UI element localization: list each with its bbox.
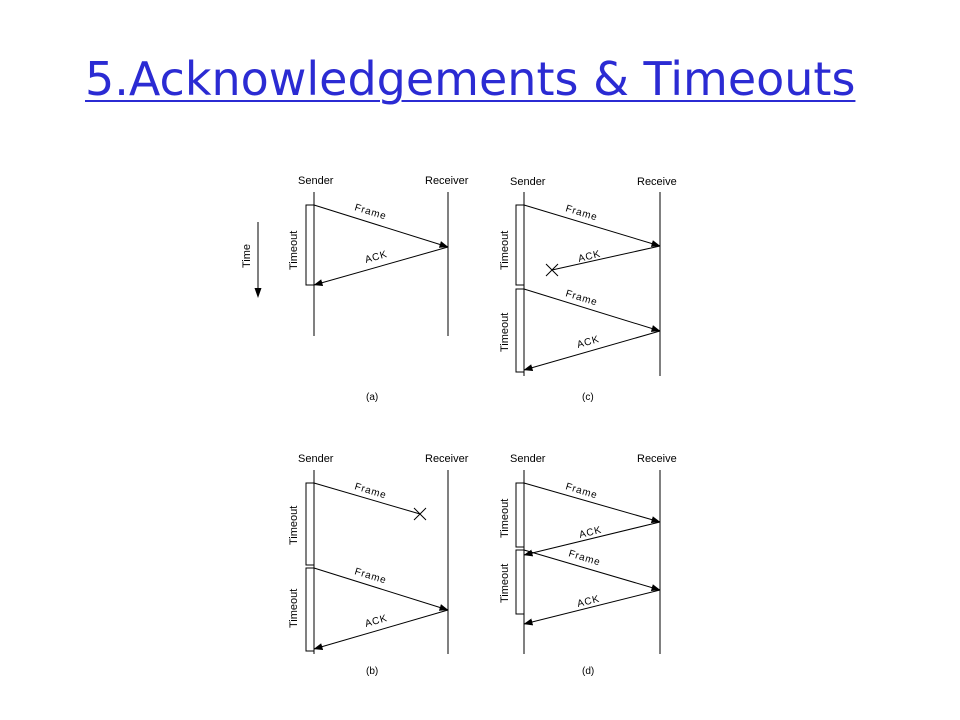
ack-arrow-lost [551, 245, 661, 271]
frame-label-2: Frame [567, 548, 602, 568]
ack-label-2: ACK [576, 594, 601, 610]
timeout-label-2: Timeout [288, 589, 300, 628]
lost-mark-x [413, 507, 427, 521]
frame-arrow-lost [313, 482, 421, 515]
slide-title: 5.Acknowledgements & Timeouts [85, 52, 856, 106]
frame-label-2: Frame [564, 288, 599, 308]
timeout-bracket-2 [515, 288, 524, 373]
ack-label-2: ACK [576, 334, 601, 351]
timeout-bracket-2 [515, 549, 524, 615]
timeout-bracket [305, 204, 314, 286]
frame-label-1: Frame [564, 481, 599, 501]
timeout-label-2: Timeout [499, 564, 511, 603]
frame-label-1: Frame [564, 203, 599, 223]
caption-b: (b) [366, 666, 378, 677]
frame-arrow-2 [313, 567, 449, 611]
frame-arrow-1 [523, 482, 661, 524]
diagram-a: Sender Receiver Timeout Frame ACK (a) [288, 175, 469, 403]
ack-label: ACK [364, 613, 389, 630]
ack-arrow-2 [523, 589, 661, 626]
timeout-label-2: Timeout [499, 313, 511, 352]
ack-arrow [313, 246, 449, 287]
timeout-label: Timeout [288, 231, 300, 270]
timeout-label-1: Timeout [499, 231, 511, 270]
caption-a: (a) [366, 392, 378, 403]
receiver-label: Receiver [425, 453, 469, 465]
timeout-label-1: Timeout [499, 499, 511, 538]
timeout-bracket-1 [515, 204, 524, 286]
time-axis: Time [241, 222, 262, 298]
receiver-label: Receive [637, 176, 677, 188]
diagram-d: Sender Receive Timeout Timeout Frame ACK… [499, 453, 677, 677]
timeout-label-1: Timeout [288, 506, 300, 545]
ack-label-1: ACK [578, 525, 603, 541]
ack-label: ACK [364, 249, 389, 266]
lost-mark-x [545, 263, 559, 277]
caption-d: (d) [582, 666, 594, 677]
sender-label: Sender [510, 453, 546, 465]
ack-arrow-2 [523, 330, 661, 372]
ack-label-lost: ACK [577, 249, 602, 265]
frame-label-lost: Frame [353, 481, 388, 501]
sender-label: Sender [298, 453, 334, 465]
timeout-bracket-1 [515, 482, 524, 548]
timeout-bracket-2 [305, 567, 314, 652]
ack-arrow-1 [523, 521, 661, 557]
frame-arrow-2 [523, 549, 661, 591]
frame-arrow-2 [523, 288, 661, 332]
sender-label: Sender [510, 176, 546, 188]
frame-label: Frame [353, 202, 388, 222]
frame-arrow-1 [523, 204, 661, 247]
time-label: Time [241, 244, 253, 268]
receiver-label: Receiver [425, 175, 469, 187]
timeout-bracket-1 [305, 482, 314, 566]
frame-label-2: Frame [353, 566, 388, 586]
receiver-label: Receive [637, 453, 677, 465]
time-axis-arrowhead [254, 288, 262, 298]
frame-arrow [313, 204, 449, 248]
diagram-c: Sender Receive Timeout Timeout Frame ACK… [499, 176, 677, 403]
sender-label: Sender [298, 175, 334, 187]
ack-arrow [313, 609, 449, 650]
diagram-b: Sender Receiver Timeout Timeout Frame Fr… [288, 453, 469, 677]
caption-c: (c) [582, 392, 594, 403]
